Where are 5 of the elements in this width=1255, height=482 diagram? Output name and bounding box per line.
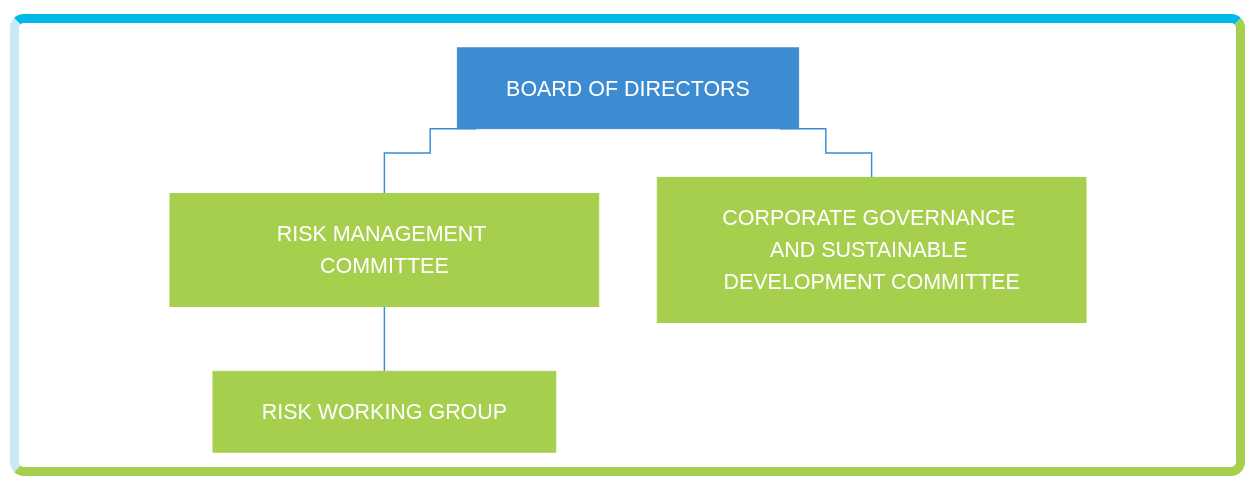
- node-box: CORPORATE GOVERNANCE AND SUSTAINABLE DEVELOPMENT COMMITTEE: [656, 176, 1086, 324]
- node-box: BOARD OF DIRECTORS: [456, 47, 799, 130]
- connector: [383, 305, 385, 373]
- node-box: RISK WORKING GROUP: [212, 370, 556, 453]
- node-box: RISK MANAGEMENT COMMITTEE: [169, 193, 599, 307]
